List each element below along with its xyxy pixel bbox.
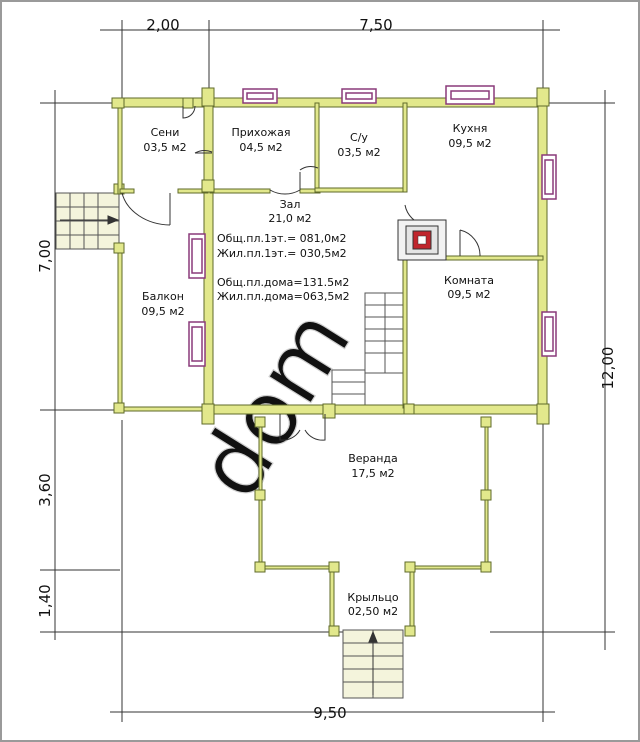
room-prihozhaya-name: Прихожая xyxy=(232,126,291,139)
left-stairs xyxy=(55,192,120,250)
room-krylco-name: Крыльцо xyxy=(347,591,398,604)
room-veranda-area: 17,5 м2 xyxy=(351,467,394,480)
dim-top-left: 2,00 xyxy=(146,16,179,34)
dim-left-mid: 3,60 xyxy=(36,473,54,506)
stair-arrows xyxy=(60,215,378,695)
stat-house-living: Жил.пл.дома=063,5м2 xyxy=(217,290,350,303)
room-zal-name: Зал xyxy=(280,198,301,211)
dimension-lines xyxy=(40,20,615,722)
internal-stairs xyxy=(331,292,406,407)
stove-icon xyxy=(397,219,447,261)
wall-knots xyxy=(111,87,550,425)
dim-left-bottom: 1,40 xyxy=(36,584,54,617)
room-kuhnya-area: 09,5 м2 xyxy=(448,137,491,150)
room-balkon-name: Балкон xyxy=(142,290,184,303)
stat-house-total: Общ.пл.дома=131.5м2 xyxy=(217,276,349,289)
room-kuhnya-name: Кухня xyxy=(453,122,488,135)
room-su-name: С/у xyxy=(350,131,368,144)
room-prihozhaya-area: 04,5 м2 xyxy=(239,141,282,154)
doors xyxy=(121,105,481,441)
dim-right: 12,00 xyxy=(599,347,617,390)
room-veranda-name: Веранда xyxy=(348,452,398,465)
room-su-area: 03,5 м2 xyxy=(337,146,380,159)
room-balkon-area: 09,5 м2 xyxy=(141,305,184,318)
room-komnata-name: Комната xyxy=(444,274,494,287)
windows xyxy=(188,85,557,367)
room-zal-area: 21,0 м2 xyxy=(268,212,311,225)
room-seni-area: 03,5 м2 xyxy=(143,141,186,154)
dim-top-right: 7,50 xyxy=(359,16,392,34)
room-komnata-area: 09,5 м2 xyxy=(447,288,490,301)
stat-floor1-total: Общ.пл.1эт.= 081,0м2 xyxy=(217,232,346,245)
stat-floor1-living: Жил.пл.1эт.= 030,5м2 xyxy=(217,247,347,260)
room-seni-name: Сени xyxy=(151,126,180,139)
room-krylco-area: 02,50 м2 xyxy=(348,605,398,618)
dim-bottom: 9,50 xyxy=(313,704,346,722)
dim-left-top: 7,00 xyxy=(36,239,54,272)
